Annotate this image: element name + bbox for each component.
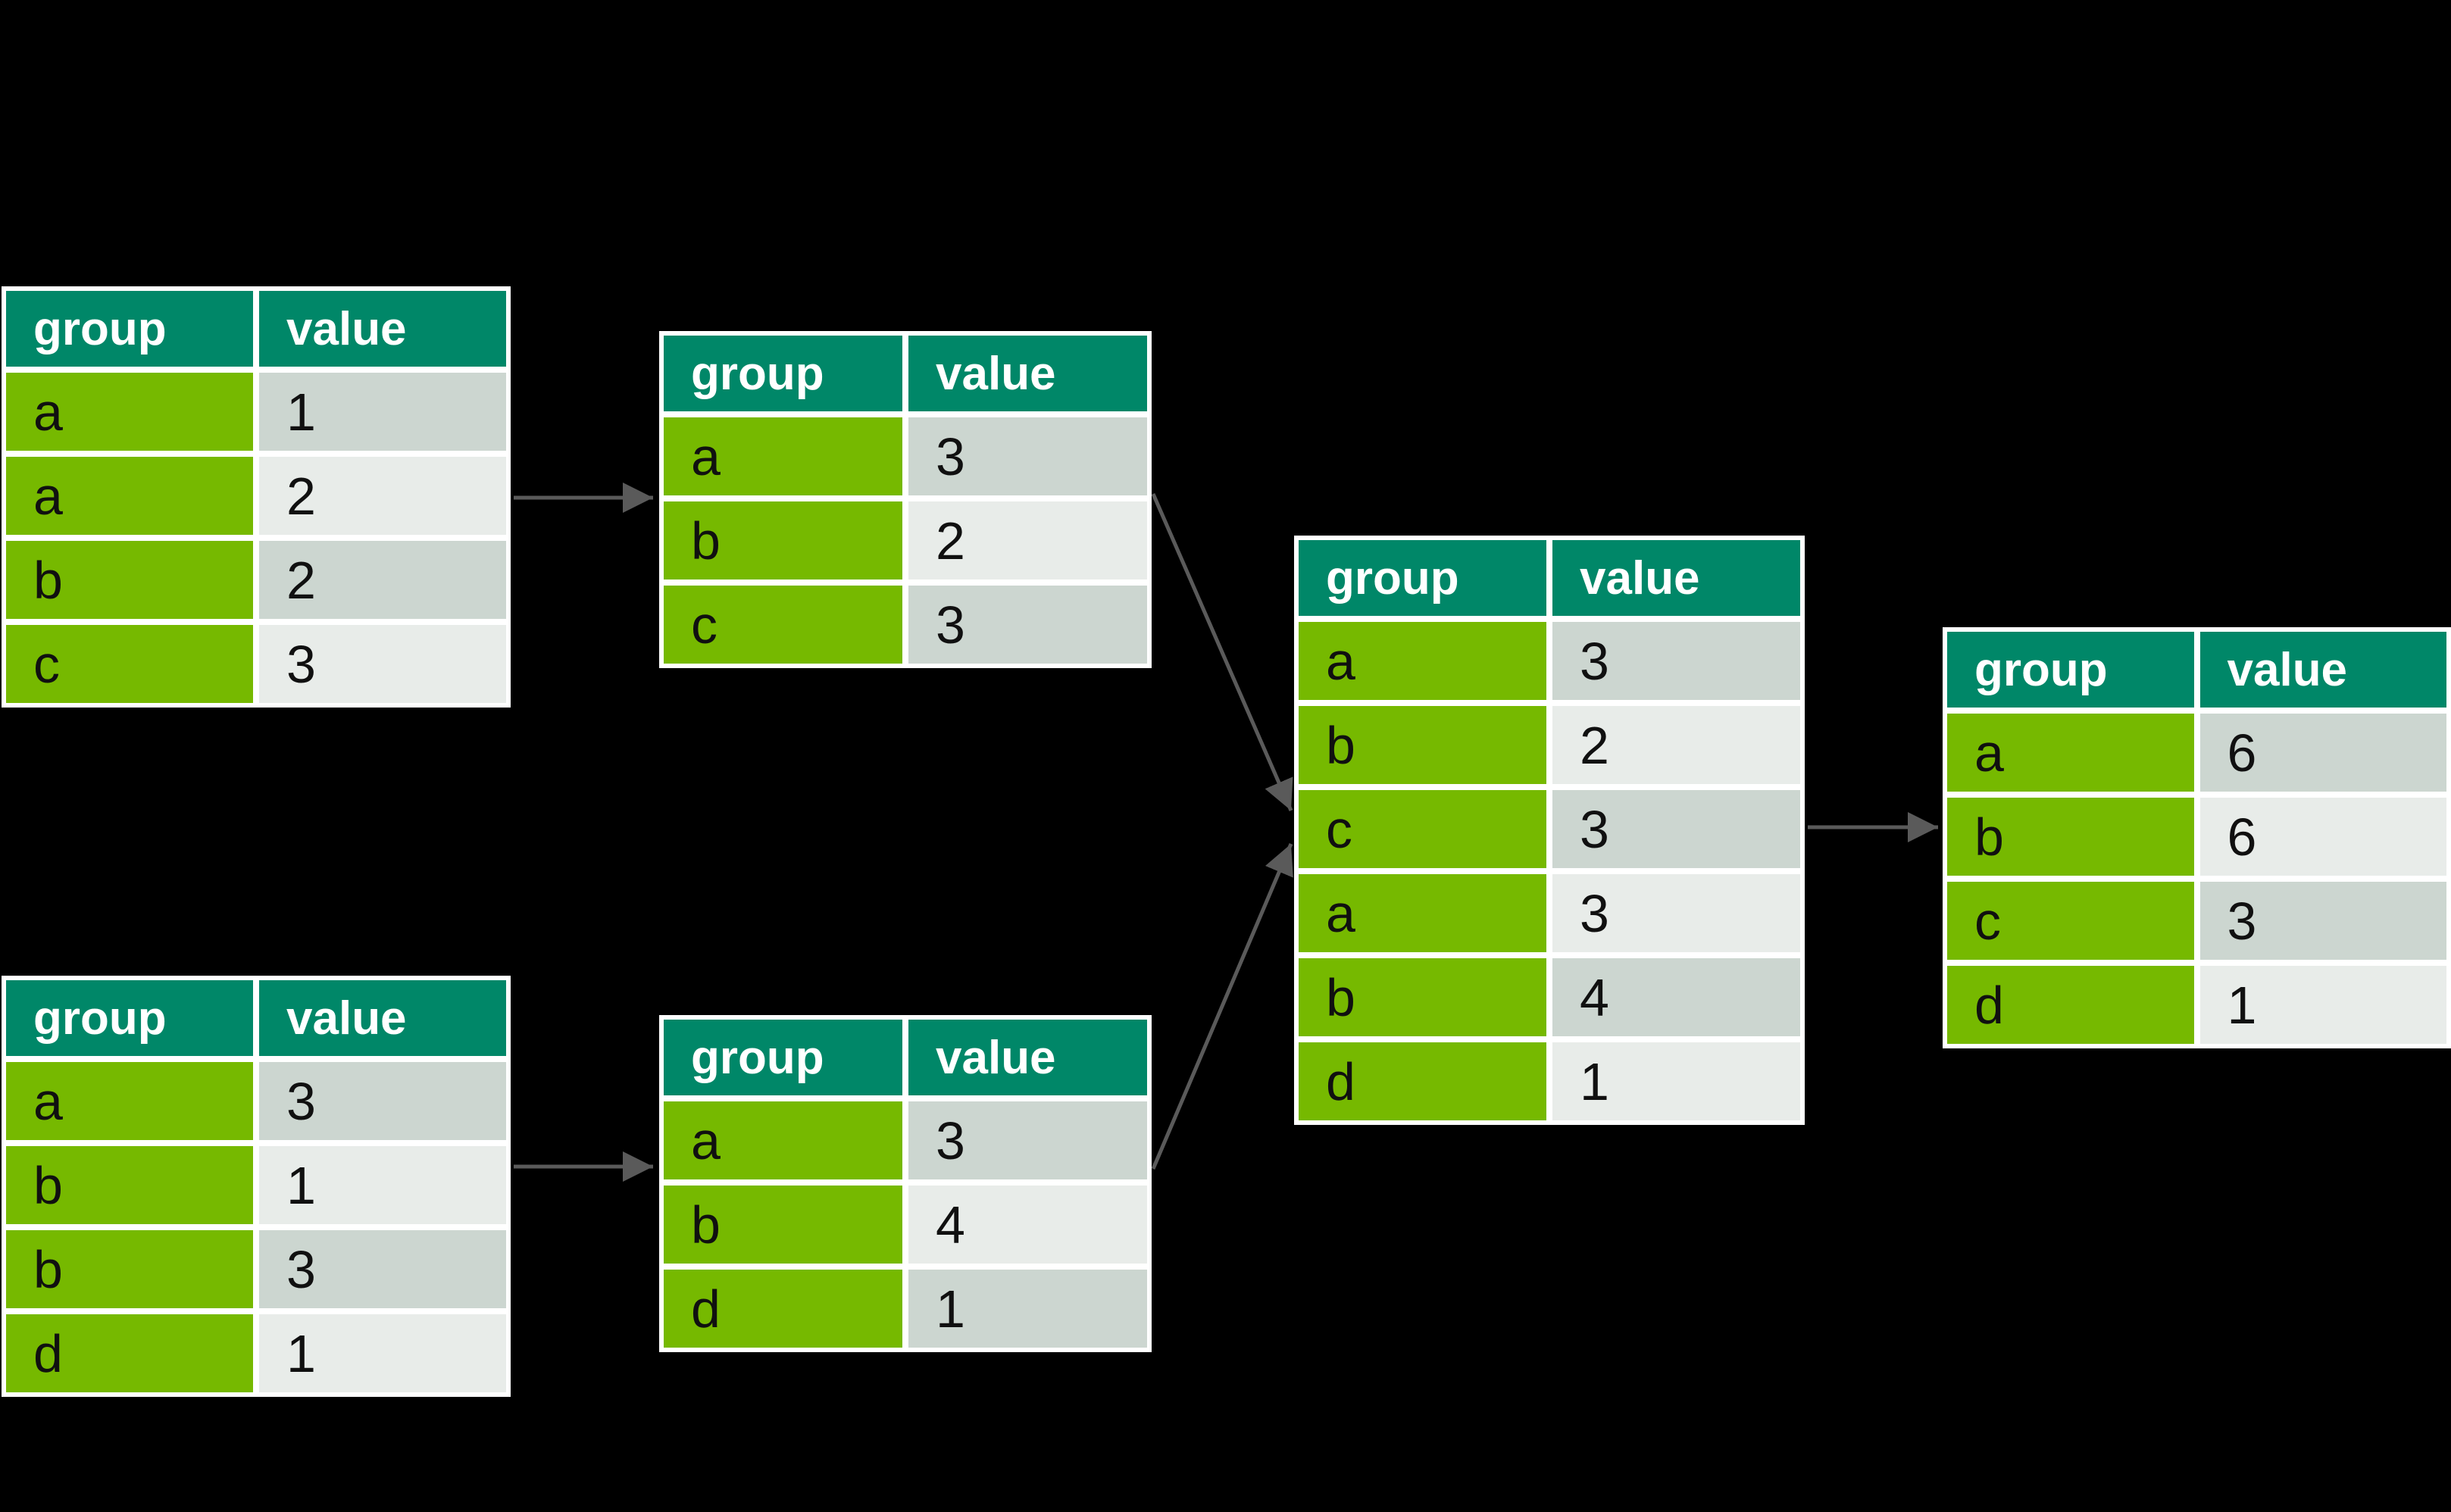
value-cell: 3 [259,625,506,703]
arrow-mapped1-to-combined [1151,493,1293,811]
group-cell: a [1947,714,2194,792]
value-cell: 2 [259,541,506,619]
column-header-group: group [1947,632,2194,708]
value-cell: 2 [908,501,1147,579]
value-cell: 3 [2199,882,2446,960]
table-row: d 1 [6,1314,506,1392]
group-cell: d [6,1314,253,1392]
arrow-mapped2-to-combined [1151,843,1293,1170]
table-row: b 6 [1947,798,2446,876]
table-row: a 3 [1299,874,1800,952]
table-row: d 1 [1299,1042,1800,1120]
table-row: a 2 [6,457,506,535]
group-cell: c [1947,882,2194,960]
value-cell: 3 [1552,622,1800,700]
group-cell: b [664,1186,902,1264]
group-cell: a [1299,622,1546,700]
table-row: d 1 [664,1270,1147,1348]
table-row: a 3 [6,1062,506,1140]
column-header-group: group [1299,540,1546,616]
column-header-group: group [6,291,253,367]
value-cell: 1 [908,1270,1147,1348]
value-cell: 3 [908,417,1147,495]
group-cell: a [6,1062,253,1140]
table-row: c 3 [664,586,1147,664]
table-source-1: group value a 1 a 2 b 2 c 3 [2,286,511,708]
table-mapped-2: group value a 3 b 4 d 1 [659,1015,1152,1352]
column-header-value: value [908,336,1147,411]
group-cell: b [1947,798,2194,876]
table-row: c 3 [1299,790,1800,868]
table-header-row: group value [664,1020,1147,1095]
value-cell: 3 [908,1101,1147,1179]
value-cell: 4 [1552,958,1800,1036]
table-row: b 2 [664,501,1147,579]
value-cell: 1 [2199,966,2446,1044]
table-row: a 3 [664,1101,1147,1179]
column-header-value: value [2199,632,2446,708]
value-cell: 1 [259,373,506,451]
table-header-row: group value [1947,632,2446,708]
value-cell: 3 [908,586,1147,664]
group-cell: c [1299,790,1546,868]
table-header-row: group value [664,336,1147,411]
group-cell: b [664,501,902,579]
group-cell: d [1947,966,2194,1044]
table-row: a 3 [1299,622,1800,700]
column-header-value: value [1552,540,1800,616]
table-row: b 4 [664,1186,1147,1264]
table-row: a 1 [6,373,506,451]
table-row: b 2 [1299,706,1800,784]
value-cell: 2 [1552,706,1800,784]
table-row: a 3 [664,417,1147,495]
group-cell: a [664,417,902,495]
group-cell: b [6,1230,253,1308]
table-row: a 6 [1947,714,2446,792]
value-cell: 1 [1552,1042,1800,1120]
value-cell: 6 [2199,714,2446,792]
value-cell: 2 [259,457,506,535]
value-cell: 1 [259,1314,506,1392]
table-mapped-1: group value a 3 b 2 c 3 [659,331,1152,668]
table-row: c 3 [1947,882,2446,960]
group-cell: c [6,625,253,703]
table-row: b 2 [6,541,506,619]
group-cell: a [6,373,253,451]
column-header-value: value [259,291,506,367]
group-cell: d [1299,1042,1546,1120]
value-cell: 3 [259,1230,506,1308]
table-row: b 3 [6,1230,506,1308]
group-cell: a [664,1101,902,1179]
column-header-value: value [259,980,506,1056]
value-cell: 3 [1552,874,1800,952]
table-row: d 1 [1947,966,2446,1044]
value-cell: 1 [259,1146,506,1224]
table-row: b 1 [6,1146,506,1224]
group-cell: d [664,1270,902,1348]
group-cell: b [1299,706,1546,784]
table-result: group value a 6 b 6 c 3 d 1 [1943,627,2451,1048]
table-header-row: group value [1299,540,1800,616]
column-header-value: value [908,1020,1147,1095]
group-cell: b [1299,958,1546,1036]
group-cell: b [6,1146,253,1224]
table-row: b 4 [1299,958,1800,1036]
value-cell: 3 [259,1062,506,1140]
column-header-group: group [664,1020,902,1095]
group-cell: b [6,541,253,619]
table-combined: group value a 3 b 2 c 3 a 3 b 4 d 1 [1294,536,1805,1125]
column-header-group: group [664,336,902,411]
table-source-2: group value a 3 b 1 b 3 d 1 [2,976,511,1397]
table-header-row: group value [6,291,506,367]
group-cell: a [1299,874,1546,952]
group-cell: c [664,586,902,664]
table-row: c 3 [6,625,506,703]
value-cell: 6 [2199,798,2446,876]
value-cell: 4 [908,1186,1147,1264]
column-header-group: group [6,980,253,1056]
value-cell: 3 [1552,790,1800,868]
group-cell: a [6,457,253,535]
table-header-row: group value [6,980,506,1056]
